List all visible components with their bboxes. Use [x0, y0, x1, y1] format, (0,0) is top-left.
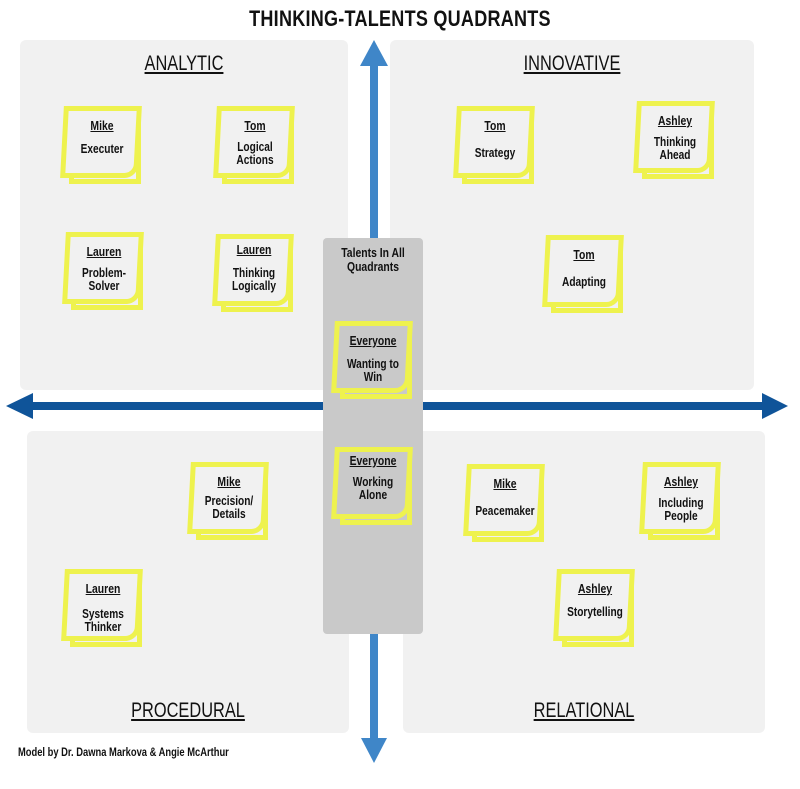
note-name: Mike: [90, 118, 114, 133]
note-talent: Storytelling: [567, 604, 623, 619]
note-name: Everyone: [349, 333, 397, 348]
note-talent: Logical Actions: [236, 139, 274, 167]
note-talent: Thinking Logically: [232, 265, 276, 293]
center-column: Talents In All Quadrants: [323, 238, 423, 634]
note-talent: Adapting: [562, 274, 606, 289]
note-name: Lauren: [86, 244, 122, 259]
sticky-note: Everyone Working Alone: [331, 447, 413, 529]
note-talent: Executer: [80, 141, 124, 156]
note-name: Tom: [244, 118, 266, 133]
quadrant-analytic: ANALYTIC: [20, 40, 348, 390]
sticky-note: Lauren Problem- Solver: [62, 232, 144, 314]
sticky-note: Ashley Storytelling: [553, 569, 635, 651]
horizontal-axis-left: [28, 402, 324, 410]
center-column-title: Talents In All Quadrants: [341, 245, 405, 274]
sticky-note: Mike Peacemaker: [463, 464, 545, 546]
note-name: Tom: [573, 247, 595, 262]
vertical-axis-bottom: [370, 632, 378, 742]
sticky-note: Everyone Wanting to Win: [331, 321, 413, 403]
vertical-axis-top: [370, 62, 378, 240]
arrow-down-icon: [361, 738, 387, 763]
note-name: Mike: [493, 476, 517, 491]
note-talent: Strategy: [474, 145, 516, 160]
note-name: Lauren: [85, 581, 121, 596]
note-name: Ashley: [657, 113, 693, 128]
note-name: Everyone: [349, 453, 397, 468]
sticky-note: Tom Adapting: [542, 235, 624, 317]
credit-text: Model by Dr. Dawna Markova & Angie McArt…: [18, 745, 229, 759]
sticky-note: Mike Precision/ Details: [187, 462, 269, 544]
quadrant-label-procedural: PROCEDURAL: [131, 699, 245, 722]
note-talent: Precision/ Details: [204, 493, 254, 521]
note-name: Tom: [484, 118, 506, 133]
note-talent: Including People: [658, 495, 704, 523]
quadrant-innovative: INNOVATIVE: [390, 40, 754, 390]
quadrant-label-relational: RELATIONAL: [533, 699, 635, 722]
sticky-note: Tom Strategy: [453, 106, 535, 188]
arrow-up-icon: [360, 40, 388, 66]
note-talent: Systems Thinker: [82, 606, 124, 634]
diagram-title: THINKING-TALENTS QUADRANTS: [249, 6, 551, 31]
note-name: Lauren: [236, 242, 272, 257]
note-talent: Peacemaker: [475, 503, 535, 518]
arrow-left-icon: [6, 393, 33, 419]
quadrant-label-analytic: ANALYTIC: [144, 52, 224, 75]
note-talent: Thinking Ahead: [653, 134, 697, 162]
note-name: Ashley: [663, 474, 699, 489]
sticky-note: Lauren Systems Thinker: [61, 569, 143, 651]
sticky-note: Mike Executer: [60, 106, 142, 188]
sticky-note: Tom Logical Actions: [213, 106, 295, 188]
note-name: Ashley: [577, 581, 613, 596]
sticky-note: Lauren Thinking Logically: [212, 234, 294, 316]
quadrant-label-innovative: INNOVATIVE: [523, 52, 621, 75]
sticky-note: Ashley Thinking Ahead: [633, 101, 715, 183]
sticky-note: Ashley Including People: [639, 462, 721, 544]
horizontal-axis-right: [422, 402, 768, 410]
note-name: Mike: [217, 474, 241, 489]
note-talent: Wanting to Win: [346, 356, 399, 384]
note-talent: Working Alone: [352, 474, 394, 502]
note-talent: Problem- Solver: [82, 265, 126, 293]
arrow-right-icon: [762, 393, 788, 419]
